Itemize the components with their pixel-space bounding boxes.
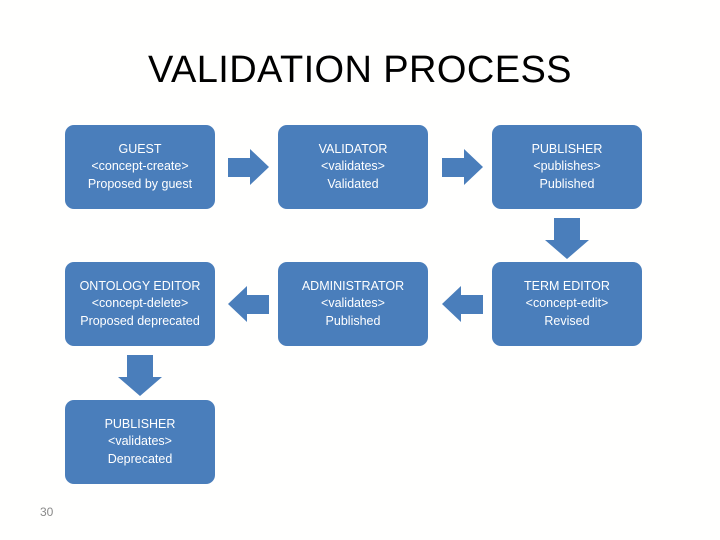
arrow-down-icon-ontology-editor-to-publisher-deprecated [118, 355, 162, 396]
arrow-shaft [228, 158, 250, 177]
node-action: <validates> [108, 434, 172, 449]
arrow-shaft [442, 158, 464, 177]
node-role: VALIDATOR [318, 141, 388, 156]
page-title: VALIDATION PROCESS [148, 49, 572, 91]
node-state: Proposed by guest [87, 176, 193, 191]
arrow-right-icon-validator-to-publisher [442, 149, 483, 186]
node-role: PUBLISHER [531, 141, 603, 156]
arrow-left-icon-administrator-to-ontology-editor [228, 286, 269, 323]
arrow-head [442, 286, 461, 322]
arrow-right-icon-guest-to-validator [228, 149, 269, 186]
node-action: <concept-edit> [525, 296, 609, 311]
node-state: Revised [544, 313, 590, 328]
node-role: ONTOLOGY EDITOR [79, 278, 201, 293]
node-action: <publishes> [533, 159, 601, 174]
flow-node-publisher-published[interactable]: PUBLISHER <publishes> Published [492, 125, 642, 209]
arrow-shaft [554, 218, 580, 240]
node-action: <validates> [321, 296, 385, 311]
node-state: Validated [327, 176, 379, 191]
node-state: Published [539, 176, 595, 191]
flow-node-ontology-editor[interactable]: ONTOLOGY EDITOR <concept-delete> Propose… [65, 262, 215, 346]
arrow-shaft [461, 295, 483, 314]
node-action: <concept-delete> [91, 296, 189, 311]
arrow-down-icon-publisher-to-term-editor [545, 218, 589, 259]
flow-node-term-editor[interactable]: TERM EDITOR <concept-edit> Revised [492, 262, 642, 346]
node-state: Proposed deprecated [80, 313, 200, 328]
arrow-left-icon-term-editor-to-administrator [442, 286, 483, 323]
arrow-shaft [247, 295, 269, 314]
arrow-head [228, 286, 247, 322]
arrow-head [464, 149, 483, 185]
arrow-head [250, 149, 269, 185]
node-role: TERM EDITOR [524, 278, 610, 293]
node-role: GUEST [118, 141, 162, 156]
node-action: <concept-create> [91, 159, 189, 174]
node-role: PUBLISHER [104, 416, 176, 431]
arrow-head [118, 377, 162, 396]
page-number: 30 [40, 505, 54, 519]
flow-node-administrator[interactable]: ADMINISTRATOR <validates> Published [278, 262, 428, 346]
node-action: <validates> [321, 159, 385, 174]
flow-node-publisher-deprecated[interactable]: PUBLISHER <validates> Deprecated [65, 400, 215, 484]
arrow-head [545, 240, 589, 259]
flow-node-validator[interactable]: VALIDATOR <validates> Validated [278, 125, 428, 209]
node-state: Deprecated [107, 451, 173, 466]
arrow-shaft [127, 355, 153, 377]
flow-node-guest[interactable]: GUEST <concept-create> Proposed by guest [65, 125, 215, 209]
node-role: ADMINISTRATOR [301, 278, 405, 293]
node-state: Published [325, 313, 381, 328]
